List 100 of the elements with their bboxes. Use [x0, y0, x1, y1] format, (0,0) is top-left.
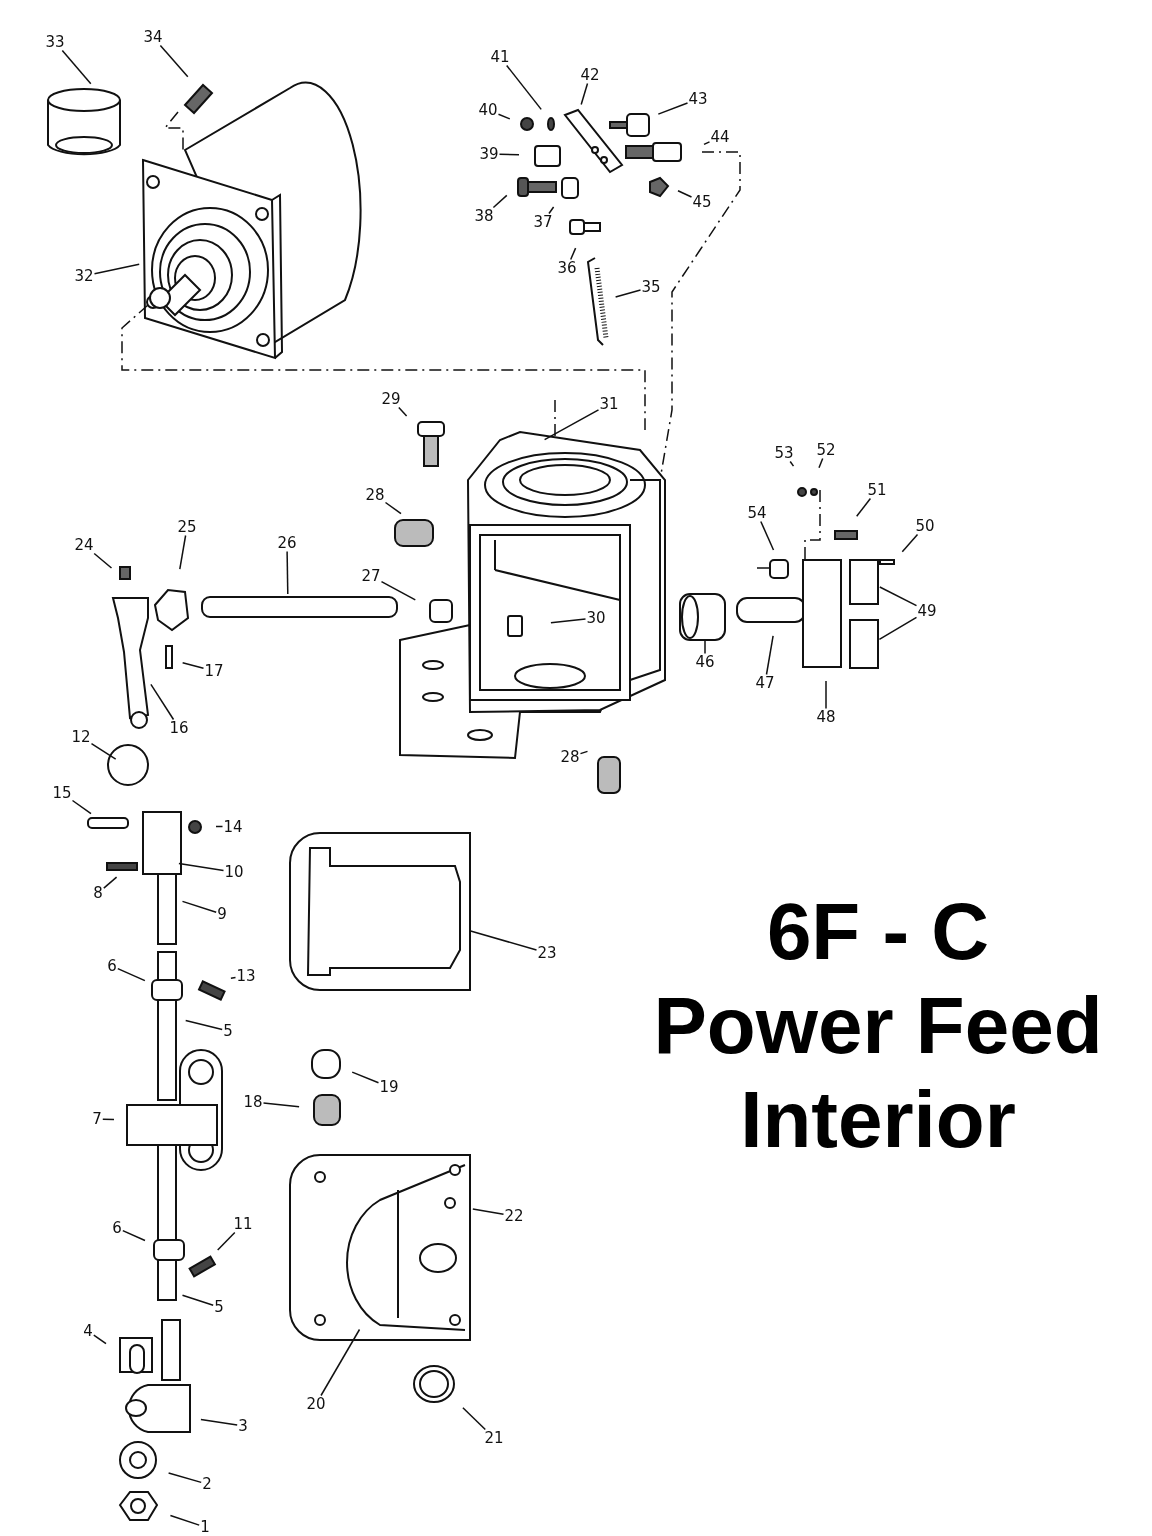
leader-line	[286, 550, 289, 595]
leader-line	[901, 533, 919, 553]
callout-number: 22	[503, 1207, 525, 1225]
leader-line	[384, 501, 402, 515]
callout-number: 27	[360, 567, 382, 585]
callout-number: 32	[73, 267, 95, 285]
callout-number: 39	[478, 145, 500, 163]
callout-number: 9	[216, 905, 228, 923]
leader-line	[760, 520, 775, 551]
leader-line	[150, 683, 175, 721]
leader-line	[380, 580, 417, 601]
callout-number: 38	[473, 207, 495, 225]
callout-number: 1	[199, 1518, 211, 1536]
leader-line	[351, 1071, 380, 1084]
callout-number: 5	[213, 1298, 225, 1316]
callout-number: 6	[106, 957, 118, 975]
callout-number: 25	[176, 518, 198, 536]
callout-number: 44	[709, 128, 731, 146]
leader-line	[543, 409, 600, 441]
callout-number: 33	[44, 33, 66, 51]
callout-number: 48	[815, 708, 837, 726]
leader-line	[580, 82, 589, 106]
leader-line	[469, 930, 538, 951]
callout-number: 31	[598, 395, 620, 413]
callout-number: 17	[203, 662, 225, 680]
callout-number: 14	[222, 818, 244, 836]
callout-number: 49	[916, 602, 938, 620]
callout-number: 34	[142, 28, 164, 46]
callout-number: 42	[579, 66, 601, 84]
callout-number: 28	[364, 486, 386, 504]
leader-line	[93, 263, 140, 275]
leader-line	[169, 1514, 200, 1526]
leader-line	[93, 1334, 107, 1345]
callout-number: 6	[111, 1219, 123, 1237]
leader-line	[103, 876, 118, 889]
callout-number: 52	[815, 441, 837, 459]
leader-line	[462, 1406, 487, 1431]
callout-number: 19	[378, 1078, 400, 1096]
callout-number: 41	[489, 48, 511, 66]
callout-number: 23	[536, 944, 558, 962]
leader-line	[498, 153, 520, 156]
leader-line	[472, 1208, 505, 1215]
leader-line	[122, 1229, 146, 1242]
callout-number: 46	[694, 653, 716, 671]
callout-number: 54	[746, 504, 768, 522]
leader-line	[320, 1328, 361, 1397]
leader-line	[184, 1019, 223, 1031]
callout-number: 35	[640, 278, 662, 296]
callout-number: 37	[532, 213, 554, 231]
leader-line	[117, 967, 146, 982]
callout-number: 50	[914, 517, 936, 535]
leader-line	[548, 206, 555, 215]
callout-number: 47	[754, 674, 776, 692]
leader-line	[878, 616, 918, 641]
leader-line	[550, 618, 587, 624]
diagram-title: 6F - C Power Feed Interior	[652, 886, 1104, 1166]
leader-line	[216, 1231, 236, 1251]
leader-line	[657, 102, 689, 115]
leader-line	[579, 750, 589, 755]
leader-line	[181, 900, 217, 913]
callout-number: 13	[235, 967, 257, 985]
leader-line	[200, 1418, 238, 1426]
leader-line	[181, 1294, 214, 1306]
callout-number: 40	[477, 101, 499, 119]
callout-number: 11	[232, 1215, 254, 1233]
callout-number: 20	[305, 1395, 327, 1413]
leader-line	[102, 1118, 115, 1121]
callout-number: 26	[276, 534, 298, 552]
callout-number: 4	[82, 1322, 94, 1340]
leader-line	[825, 680, 827, 710]
leader-line	[215, 825, 224, 828]
callout-number: 7	[91, 1110, 103, 1128]
leader-line	[178, 862, 225, 872]
callout-number: 53	[773, 444, 795, 462]
leader-line	[159, 44, 189, 78]
callout-number: 5	[222, 1022, 234, 1040]
callout-number: 45	[691, 193, 713, 211]
callout-number: 12	[70, 728, 92, 746]
callout-number: 16	[168, 719, 190, 737]
leader-line	[93, 552, 113, 569]
leader-line	[497, 113, 511, 120]
callout-number: 28	[559, 748, 581, 766]
callout-number: 43	[687, 90, 709, 108]
callout-number: 36	[556, 259, 578, 277]
callout-number: 18	[242, 1093, 264, 1111]
leader-line	[61, 49, 92, 85]
leader-line	[262, 1102, 300, 1108]
leader-line	[398, 406, 408, 417]
leader-line	[855, 497, 872, 518]
callout-number: 21	[483, 1429, 505, 1447]
leader-line	[677, 189, 693, 198]
callout-number: 2	[201, 1475, 213, 1493]
leader-line	[818, 457, 824, 469]
leader-line	[167, 1472, 202, 1484]
leader-line	[179, 534, 187, 570]
leader-line	[614, 289, 642, 298]
callout-number: 29	[380, 390, 402, 408]
leader-line	[569, 247, 577, 261]
callout-number: 3	[237, 1417, 249, 1435]
callout-number: 15	[51, 784, 73, 802]
